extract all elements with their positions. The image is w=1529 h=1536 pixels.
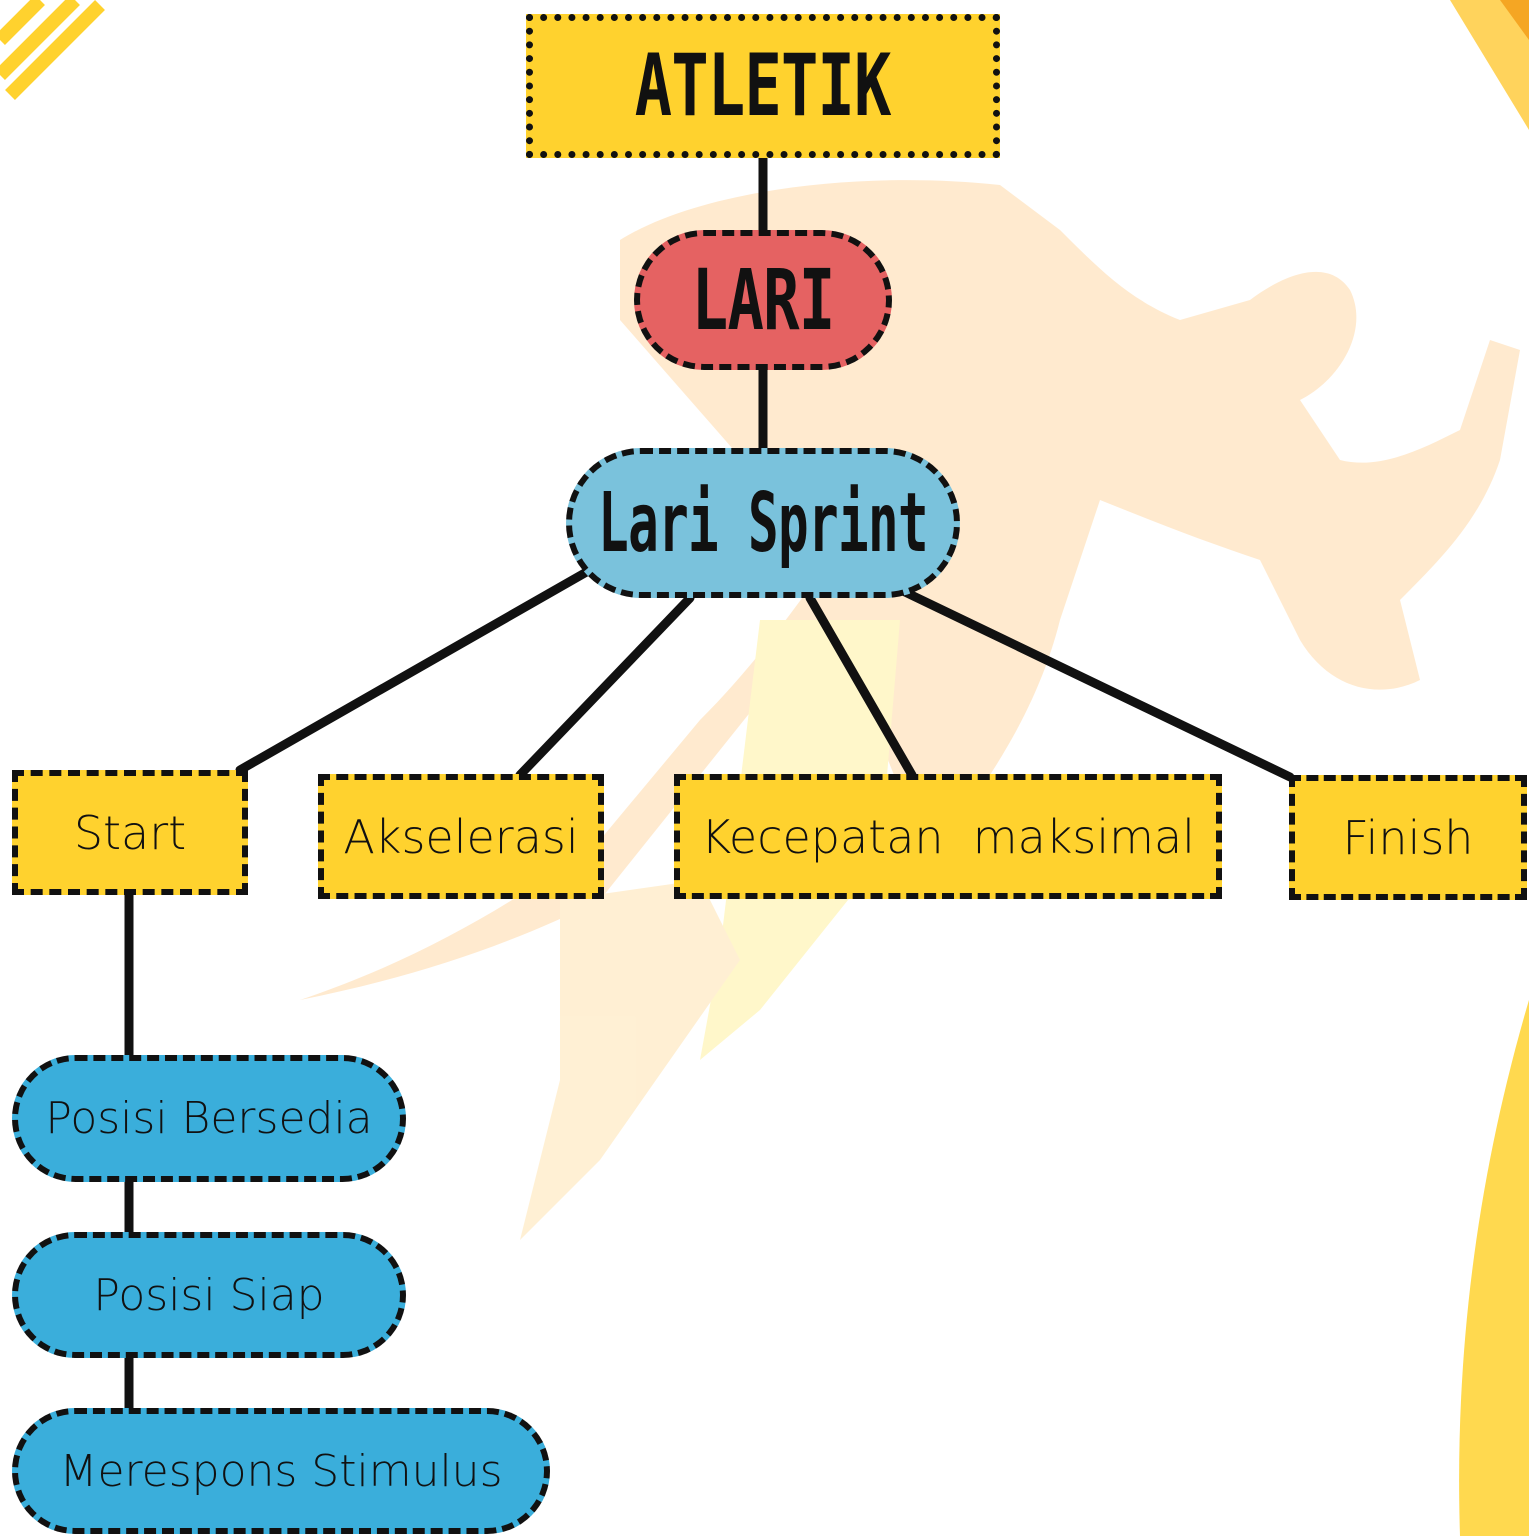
node-step-merespons: Merespons Stimulus [12,1408,550,1534]
corner-shape [1450,0,1529,130]
node-lari: LARI [634,230,892,370]
link-sprint-akselerasi [515,593,695,780]
node-step-siap-label: Posisi Siap [93,1269,325,1321]
side-curve [1459,1000,1529,1536]
node-step-bersedia-label: Posisi Bersedia [45,1093,373,1144]
node-phase-start-label: Start [73,805,187,860]
node-phase-start: Start [12,770,248,895]
node-phase-finish-label: Finish [1342,810,1474,865]
corner-stripes [0,0,105,100]
node-lari-label: LARI [691,251,835,349]
node-phase-akselerasi-label: Akselerasi [343,809,579,864]
node-phase-finish: Finish [1289,775,1527,900]
node-step-bersedia: Posisi Bersedia [12,1055,406,1182]
link-sprint-start [235,565,595,775]
corner-accent [1500,0,1529,40]
node-phase-akselerasi: Akselerasi [318,774,604,899]
node-step-merespons-label: Merespons Stimulus [59,1445,503,1497]
node-phase-kecepatan-label: Kecepatan maksimal [701,809,1195,864]
link-sprint-finish [900,587,1295,782]
link-sprint-kecepatan [805,593,917,780]
node-atletik-label: ATLETIK [635,36,892,136]
node-phase-kecepatan: Kecepatan maksimal [674,774,1222,899]
node-step-siap: Posisi Siap [12,1232,406,1358]
node-atletik: ATLETIK [526,14,1000,158]
node-lari-sprint-label: Lari Sprint [598,475,928,571]
node-lari-sprint: Lari Sprint [566,448,960,598]
